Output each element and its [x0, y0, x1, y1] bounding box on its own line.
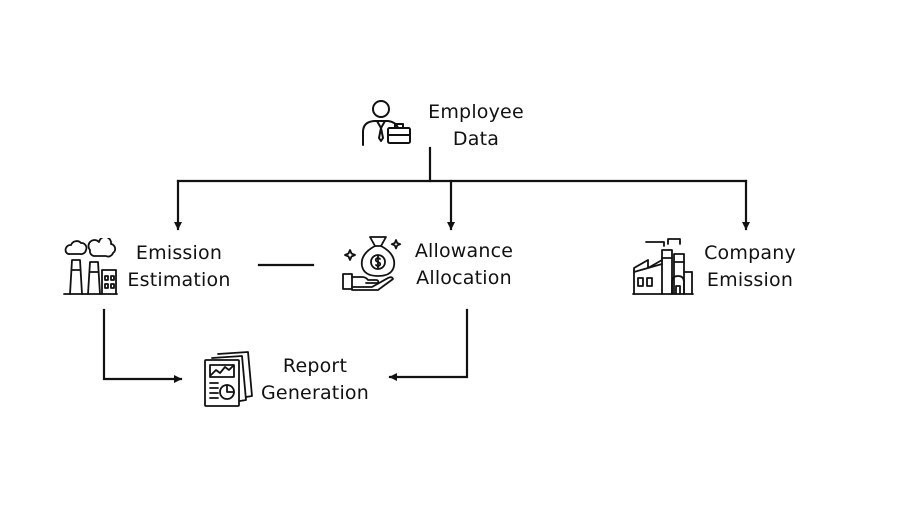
company-emission-label: Company Emission [694, 240, 806, 294]
factory-icon [632, 238, 694, 295]
report-generation-label: Report Generation [254, 353, 376, 407]
emission-estimation-label-line2: Estimation [127, 269, 231, 291]
allowance-allocation-label-line2: Allocation [416, 267, 512, 289]
report-generation-label-line2: Generation [261, 382, 369, 404]
employee-data-label-line1: Employee [428, 101, 524, 123]
factory-smoke-icon [63, 238, 118, 295]
report-document-icon [204, 351, 253, 407]
emission-to-report-connector [102, 308, 183, 383]
employee-data-label-line2: Data [452, 128, 500, 150]
money-bag-hand-icon [342, 236, 402, 291]
report-generation-label-line1: Report [282, 355, 348, 377]
allowance-allocation-label: Allowance Allocation [404, 238, 524, 292]
employee-briefcase-icon [362, 100, 411, 146]
company-emission-label-line2: Emission [706, 269, 794, 291]
company-emission-label-line1: Company [704, 242, 796, 264]
emission-estimation-label: Emission Estimation [118, 240, 240, 294]
allowance-to-report-connector [388, 308, 469, 381]
employee-data-label: Employee Data [418, 99, 534, 153]
emission-estimation-label-line1: Emission [135, 242, 223, 264]
allowance-allocation-label-line1: Allowance [414, 240, 514, 262]
